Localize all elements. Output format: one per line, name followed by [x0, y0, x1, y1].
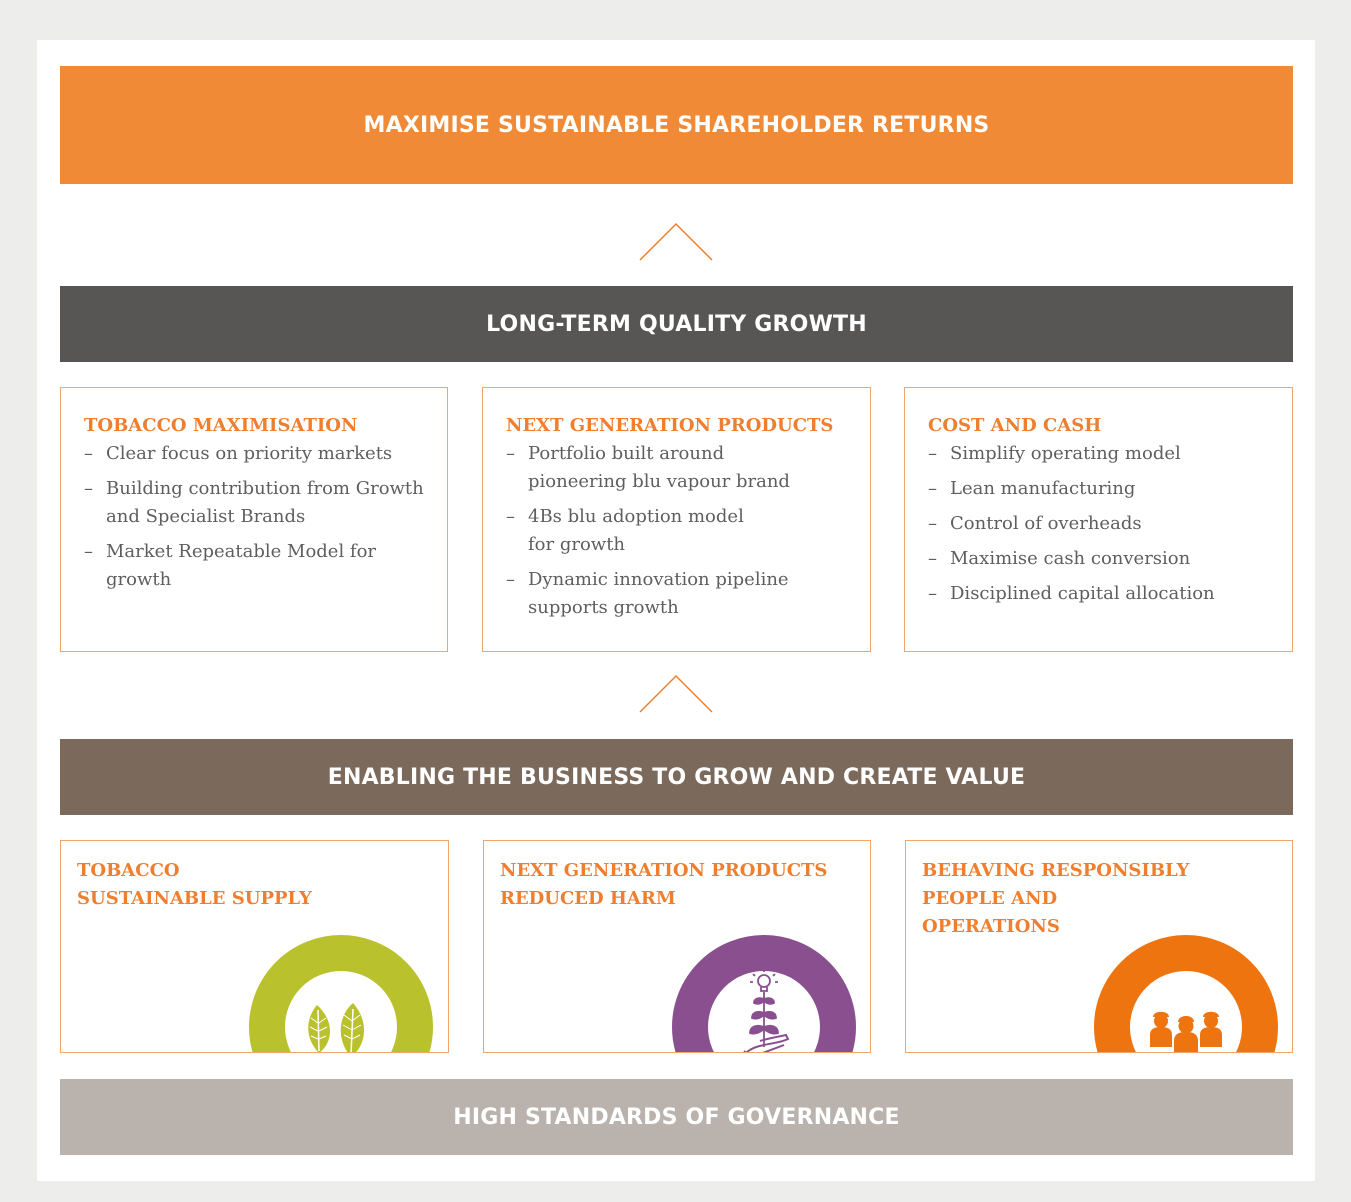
chevron-up-icon: [639, 674, 713, 713]
list-item: Market Repeatable Model for growth: [84, 538, 425, 594]
list-item: Building contribution from Growth and Sp…: [84, 475, 425, 531]
list-item: Portfolio built around pioneering blu va…: [506, 440, 818, 496]
enabling-banner: ENABLING THE BUSINESS TO GROW AND CREATE…: [60, 739, 1293, 815]
list-item: Clear focus on priority markets: [84, 440, 425, 468]
chevron-up-icon: [639, 222, 713, 261]
box-title: BEHAVING RESPONSIBLY PEOPLE AND OPERATIO…: [922, 860, 1190, 937]
governance-banner: HIGH STANDARDS OF GOVERNANCE: [60, 1079, 1293, 1155]
list-item: Disciplined capital allocation: [928, 580, 1270, 608]
strategy-box-ngp: NEXT GENERATION PRODUCTS Portfolio built…: [482, 387, 871, 652]
box-title: TOBACCO MAXIMISATION: [84, 415, 358, 436]
enabler-box-reduced-harm: NEXT GENERATION PRODUCTS REDUCED HARM: [483, 840, 871, 1053]
banner-title: ENABLING THE BUSINESS TO GROW AND CREATE…: [327, 764, 1026, 790]
enabler-box-behaving-responsibly: BEHAVING RESPONSIBLY PEOPLE AND OPERATIO…: [905, 840, 1293, 1053]
strategy-box-cost-cash: COST AND CASH Simplify operating model L…: [904, 387, 1293, 652]
leaves-icon: [308, 1003, 365, 1052]
list-item: Maximise cash conversion: [928, 545, 1270, 573]
banner-title: MAXIMISE SUSTAINABLE SHAREHOLDER RETURNS: [363, 112, 990, 138]
list-item: Control of overheads: [928, 510, 1270, 538]
orange-ring: [1094, 935, 1278, 1052]
box-title: COST AND CASH: [928, 415, 1102, 436]
box-title: TOBACCO SUSTAINABLE SUPPLY: [77, 860, 312, 909]
green-ring: [249, 935, 433, 1052]
shareholder-returns-banner: MAXIMISE SUSTAINABLE SHAREHOLDER RETURNS: [60, 66, 1293, 184]
banner-title: HIGH STANDARDS OF GOVERNANCE: [453, 1104, 900, 1130]
box-title: NEXT GENERATION PRODUCTS REDUCED HARM: [500, 860, 828, 909]
enabler-box-sustainable-supply: TOBACCO SUSTAINABLE SUPPLY: [60, 840, 449, 1053]
lightbulb-plant-icon: [743, 969, 790, 1052]
list-item: Simplify operating model: [928, 440, 1270, 468]
purple-ring: [672, 935, 856, 1052]
list-item: Dynamic innovation pipeline supports gro…: [506, 566, 818, 622]
banner-title: LONG-TERM QUALITY GROWTH: [486, 311, 867, 337]
list-item: 4Bs blu adoption model for growth: [506, 503, 818, 559]
people-icon: [1150, 1011, 1222, 1052]
growth-banner: LONG-TERM QUALITY GROWTH: [60, 286, 1293, 362]
strategy-box-tobacco: TOBACCO MAXIMISATION Clear focus on prio…: [60, 387, 448, 652]
box-title: NEXT GENERATION PRODUCTS: [506, 415, 834, 436]
list-item: Lean manufacturing: [928, 475, 1270, 503]
